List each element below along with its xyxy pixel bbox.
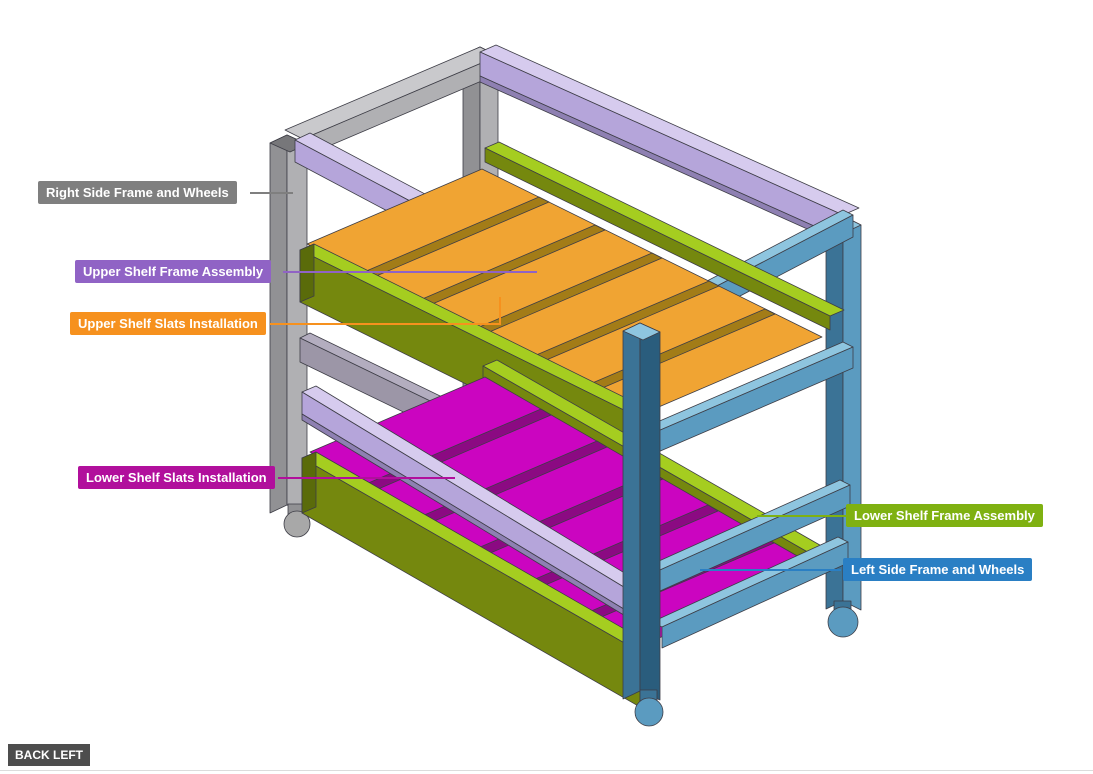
upper-far-apron-face bbox=[484, 147, 831, 331]
leader-upper-shelf-slats bbox=[270, 297, 501, 325]
blue-wheel-front bbox=[634, 697, 664, 727]
lower-near-apron-cap bbox=[301, 451, 317, 514]
shelf-cart-model bbox=[269, 44, 862, 727]
blue-near-post-side bbox=[622, 322, 641, 700]
callout-lower-shelf-slats[interactable]: Lower Shelf Slats Installation bbox=[78, 466, 275, 489]
callout-leader-lines bbox=[250, 192, 846, 571]
rail-top bbox=[479, 44, 860, 216]
gray-wheel bbox=[283, 510, 311, 538]
callout-right-side-frame[interactable]: Right Side Frame and Wheels bbox=[38, 181, 237, 204]
callout-upper-shelf-frame[interactable]: Upper Shelf Frame Assembly bbox=[75, 260, 272, 283]
blue-wheel-back bbox=[827, 606, 859, 638]
callout-left-side-frame[interactable]: Left Side Frame and Wheels bbox=[843, 558, 1033, 581]
blue-near-post-face bbox=[639, 322, 661, 701]
top-long-rail-back bbox=[479, 44, 860, 246]
callout-upper-shelf-slats[interactable]: Upper Shelf Slats Installation bbox=[70, 312, 266, 335]
upper-shelf bbox=[299, 141, 845, 471]
left-side-frame-blue-near bbox=[622, 322, 664, 727]
view-orientation-tag: BACK LEFT bbox=[8, 744, 90, 766]
bottom-divider bbox=[0, 770, 1093, 771]
blue-near-post-cap bbox=[622, 322, 661, 341]
lower-front-stretcher-rail bbox=[301, 385, 647, 621]
callout-lower-shelf-frame[interactable]: Lower Shelf Frame Assembly bbox=[846, 504, 1043, 527]
